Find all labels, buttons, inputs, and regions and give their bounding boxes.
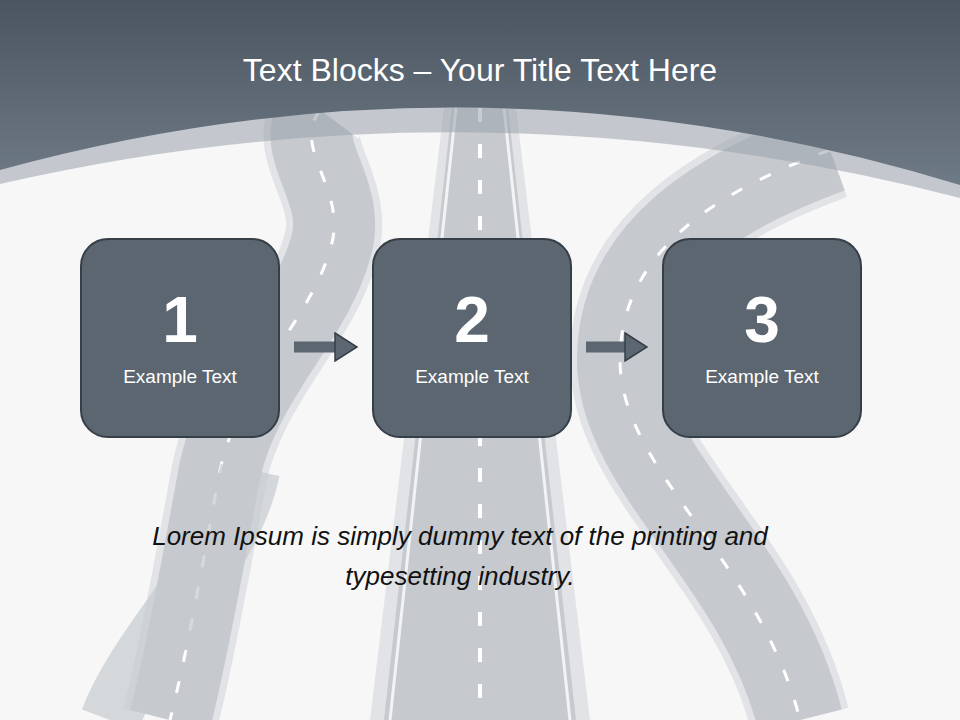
header-strip bbox=[0, 0, 960, 198]
step-number: 1 bbox=[162, 288, 198, 352]
step-number: 2 bbox=[454, 288, 490, 352]
step-text: Example Text bbox=[123, 366, 237, 389]
step-box: 3Example Text bbox=[662, 238, 862, 438]
step-number: 3 bbox=[744, 288, 780, 352]
flow-arrow bbox=[294, 342, 338, 353]
flow-arrow bbox=[586, 342, 628, 353]
step-box: 1Example Text bbox=[80, 238, 280, 438]
header-band bbox=[0, 0, 960, 185]
step-text: Example Text bbox=[705, 366, 819, 389]
step-box: 2Example Text bbox=[372, 238, 572, 438]
step-text: Example Text bbox=[415, 366, 529, 389]
slide-title: Text Blocks – Your Title Text Here bbox=[0, 52, 960, 89]
center-road bbox=[370, 108, 590, 720]
caption: Lorem Ipsum is simply dummy text of the … bbox=[100, 516, 820, 596]
